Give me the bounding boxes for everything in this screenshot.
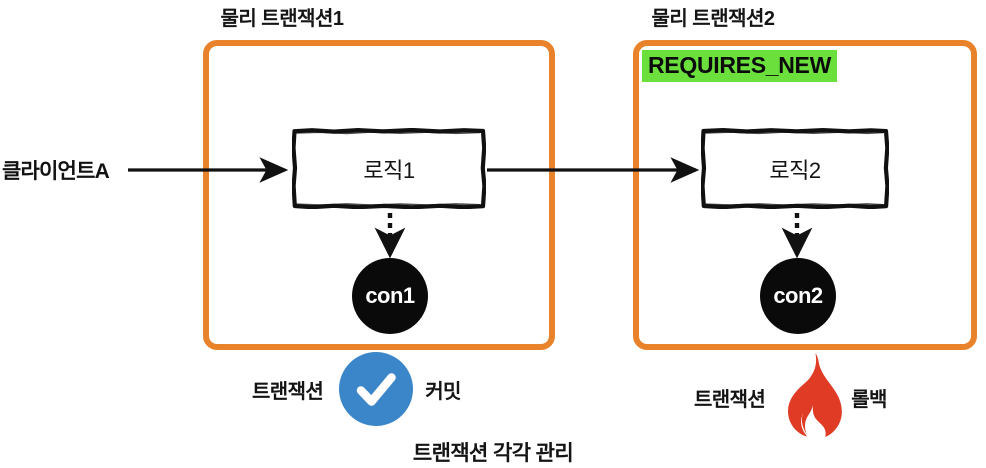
transaction-boundary-2 [633, 40, 977, 350]
transaction-boundary-1 [203, 40, 555, 350]
transaction-title-1: 물리 트랜잭션1 [220, 8, 344, 30]
logic-label-2: 로직2 [769, 157, 821, 183]
fire-icon [788, 352, 843, 438]
logic-box-2: 로직2 [701, 128, 889, 209]
logic-label-1: 로직1 [363, 157, 415, 183]
status-row-rollback: 트랜잭션 롤백 [694, 352, 887, 442]
transaction-title-2: 물리 트랜잭션2 [651, 8, 775, 30]
sketch-border-icon [701, 128, 889, 209]
sketch-border-icon [292, 128, 486, 209]
propagation-badge-requires-new: REQUIRES_NEW [642, 50, 837, 82]
connection-node-con1: con1 [352, 258, 428, 334]
status-row-commit: 트랜잭션 커밋 [252, 352, 461, 426]
check-circle-icon [339, 352, 414, 426]
rollback-suffix-label: 롤백 [851, 388, 887, 411]
rollback-prefix-label: 트랜잭션 [694, 388, 766, 411]
logic-box-1: 로직1 [292, 128, 486, 209]
connection-node-con2: con2 [760, 258, 836, 334]
commit-prefix-label: 트랜잭션 [252, 380, 324, 403]
commit-suffix-label: 커밋 [425, 380, 461, 403]
bottom-caption: 트랜잭션 각각 관리 [412, 442, 574, 465]
client-label: 클라이언트A [2, 160, 110, 183]
